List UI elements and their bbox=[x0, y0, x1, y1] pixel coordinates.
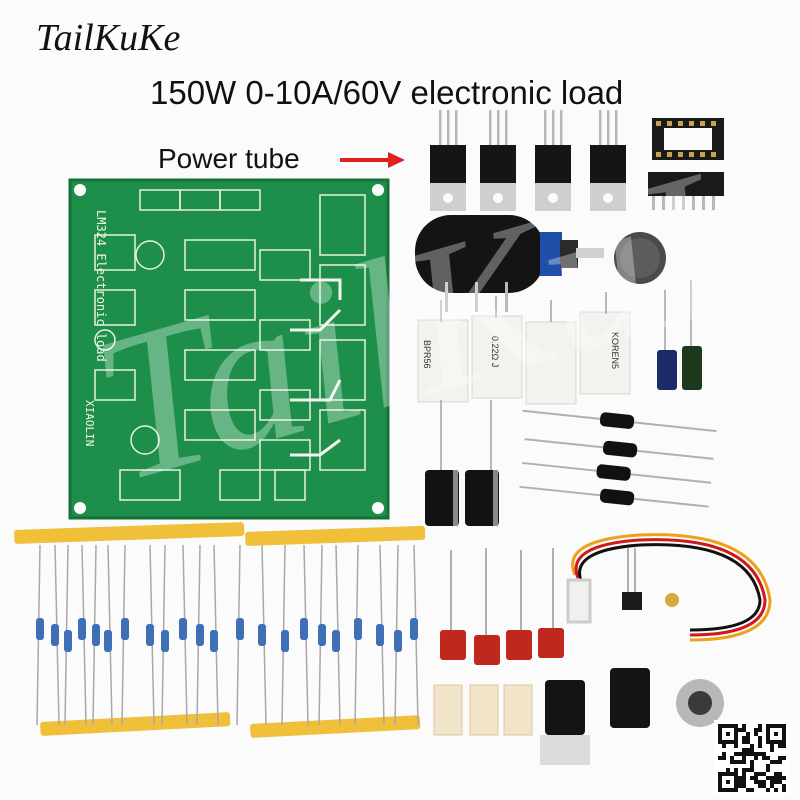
resistor-body bbox=[78, 618, 86, 640]
ceramic-capacitors bbox=[440, 548, 564, 665]
resistor-body bbox=[179, 618, 187, 640]
resistor-body bbox=[92, 624, 100, 646]
power-tube-label: Power tube bbox=[158, 143, 300, 174]
resistor-body bbox=[36, 618, 44, 640]
tape-strips bbox=[14, 522, 426, 738]
resistor-body bbox=[236, 618, 244, 640]
resistor-body bbox=[161, 630, 169, 652]
resistor-body bbox=[410, 618, 418, 640]
resistor-body bbox=[318, 624, 326, 646]
resistor-body bbox=[64, 630, 72, 652]
resistor-body bbox=[258, 624, 266, 646]
ic-socket bbox=[652, 118, 724, 160]
dc-jacks bbox=[540, 668, 724, 765]
product-title: 150W 0-10A/60V electronic load bbox=[150, 74, 624, 111]
resistor-body bbox=[332, 630, 340, 652]
resistor-body bbox=[121, 618, 129, 640]
qr-code bbox=[714, 720, 790, 796]
power-tubes bbox=[430, 110, 626, 211]
small-capacitors bbox=[657, 280, 702, 390]
potentiometer bbox=[415, 215, 604, 312]
resistor-body bbox=[104, 630, 112, 652]
fan-cable bbox=[566, 533, 772, 642]
resistor-body bbox=[281, 630, 289, 652]
knob bbox=[614, 232, 666, 284]
terminal-connectors bbox=[433, 684, 533, 736]
resistor-body bbox=[300, 618, 308, 640]
large-capacitors bbox=[425, 400, 499, 526]
resistor-body bbox=[196, 624, 204, 646]
pcb-board bbox=[68, 178, 390, 520]
resistor-body bbox=[376, 624, 384, 646]
resistor-body bbox=[51, 624, 59, 646]
resistor-body bbox=[354, 618, 362, 640]
cement-resistors bbox=[417, 292, 631, 405]
resistor-body bbox=[146, 624, 154, 646]
resistor-marking-2: 0.22Ω J bbox=[490, 336, 500, 368]
resistors-row bbox=[36, 544, 419, 726]
pcb-maker-label: XIAOLIN bbox=[83, 400, 96, 447]
resistor-body bbox=[210, 630, 218, 652]
ic-chip bbox=[648, 172, 724, 210]
callout-arrow bbox=[340, 152, 405, 168]
brand-logo: TailKuKe bbox=[36, 17, 181, 59]
resistor-body bbox=[394, 630, 402, 652]
resistor-marking-1: BPR56 bbox=[422, 340, 432, 369]
resistor-marking-3: KOREN5 bbox=[610, 332, 620, 370]
pcb-label: LM324 Electronic load bbox=[94, 210, 108, 362]
transistor bbox=[622, 548, 679, 610]
diodes bbox=[519, 409, 717, 508]
